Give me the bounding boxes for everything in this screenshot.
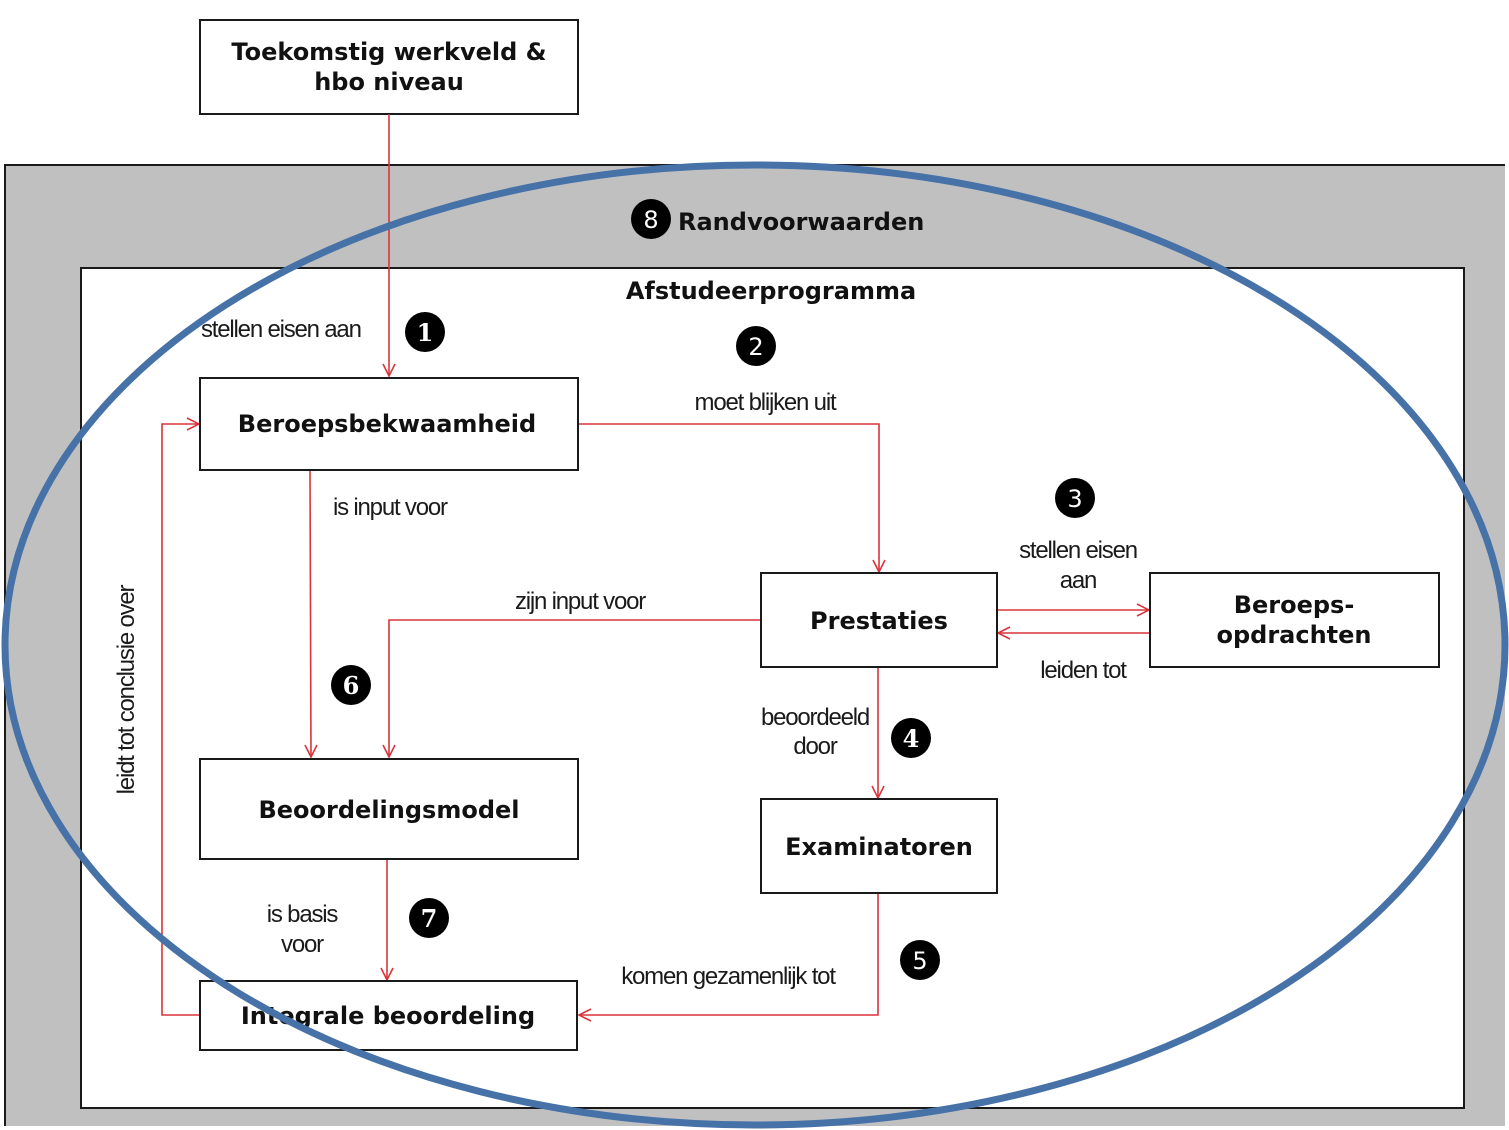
node-beoordelingsmodel[interactable]: Beoordelingsmodel: [199, 758, 579, 860]
svg-text:5: 5: [912, 947, 927, 975]
edge-6a-arrow: [310, 470, 311, 757]
svg-text:8: 8: [643, 206, 658, 234]
edge-1-label: stellen eisen aan: [201, 316, 361, 343]
badge-7: 7: [409, 898, 449, 938]
node-beoordelingsmodel-label: Beoordelingsmodel: [258, 796, 519, 824]
node-examinatoren[interactable]: Examinatoren: [760, 798, 998, 894]
badge-6: 6: [331, 665, 371, 705]
edge-3b-label: leiden tot: [1040, 657, 1127, 684]
svg-text:2: 2: [748, 333, 763, 361]
node-beroepsopdrachten[interactable]: Beroeps- opdrachten: [1149, 572, 1440, 668]
edge-2-arrow: [578, 423, 879, 572]
badge-5: 5: [900, 940, 940, 980]
node-beroepsbekwaamheid[interactable]: Beroepsbekwaamheid: [199, 377, 579, 471]
edges: [161, 114, 1149, 1016]
badge-4: 4: [891, 718, 931, 758]
node-toekomstig-werkveld[interactable]: Toekomstig werkveld & hbo niveau: [199, 19, 579, 115]
svg-text:3: 3: [1067, 485, 1082, 513]
edge-4-label-line-1: beoordeeld: [761, 704, 869, 731]
edge-3a-label-line-2: aan: [1060, 567, 1096, 594]
svg-text:4: 4: [903, 724, 920, 753]
node-integrale-beoordeling[interactable]: Integrale beoordeling: [199, 980, 578, 1051]
edge-6a-label: is input voor: [333, 494, 448, 521]
edge-7-label-line-1: is basis: [267, 901, 339, 928]
edge-6b-arrow: [389, 619, 760, 757]
edge-3a-label-line-1: stellen eisen: [1019, 537, 1137, 564]
node-beroepsopdrachten-line-2: opdrachten: [1216, 621, 1371, 649]
node-prestaties-label: Prestaties: [810, 607, 948, 635]
badge-3: 3: [1055, 478, 1095, 518]
scope-ellipse: [1, 161, 1509, 1129]
svg-text:1: 1: [417, 318, 434, 347]
edge-5-arrow: [579, 894, 879, 1015]
node-beroepsbekwaamheid-label: Beroepsbekwaamheid: [238, 410, 536, 438]
badge-1: 1: [405, 312, 445, 352]
edge-6b-label: zijn input voor: [515, 588, 646, 615]
node-prestaties[interactable]: Prestaties: [760, 572, 998, 668]
badge-8: 8: [631, 199, 671, 239]
svg-text:7: 7: [421, 904, 438, 933]
edge-5-label: komen gezamenlijk tot: [621, 963, 836, 990]
edge-4-label-line-2: door: [793, 733, 837, 760]
node-examinatoren-label: Examinatoren: [785, 833, 973, 861]
randvoorwaarden-label: Randvoorwaarden: [678, 208, 924, 236]
node-toekomstig-line-1: Toekomstig werkveld &: [231, 38, 546, 66]
node-toekomstig-line-2: hbo niveau: [314, 68, 464, 96]
badge-2: 2: [736, 326, 776, 366]
node-beroepsopdrachten-line-1: Beroeps-: [1234, 591, 1355, 619]
edge-7-label-line-2: voor: [281, 931, 324, 958]
afstudeerprogramma-label: Afstudeerprogramma: [626, 277, 916, 305]
randvoorwaarden-border: [4, 164, 1505, 1126]
edge-8-label: leidt tot conclusie over: [113, 584, 140, 794]
edge-8-arrow: [161, 424, 200, 1016]
edge-2-label: moet blijken uit: [695, 389, 837, 416]
svg-text:6: 6: [343, 671, 360, 700]
